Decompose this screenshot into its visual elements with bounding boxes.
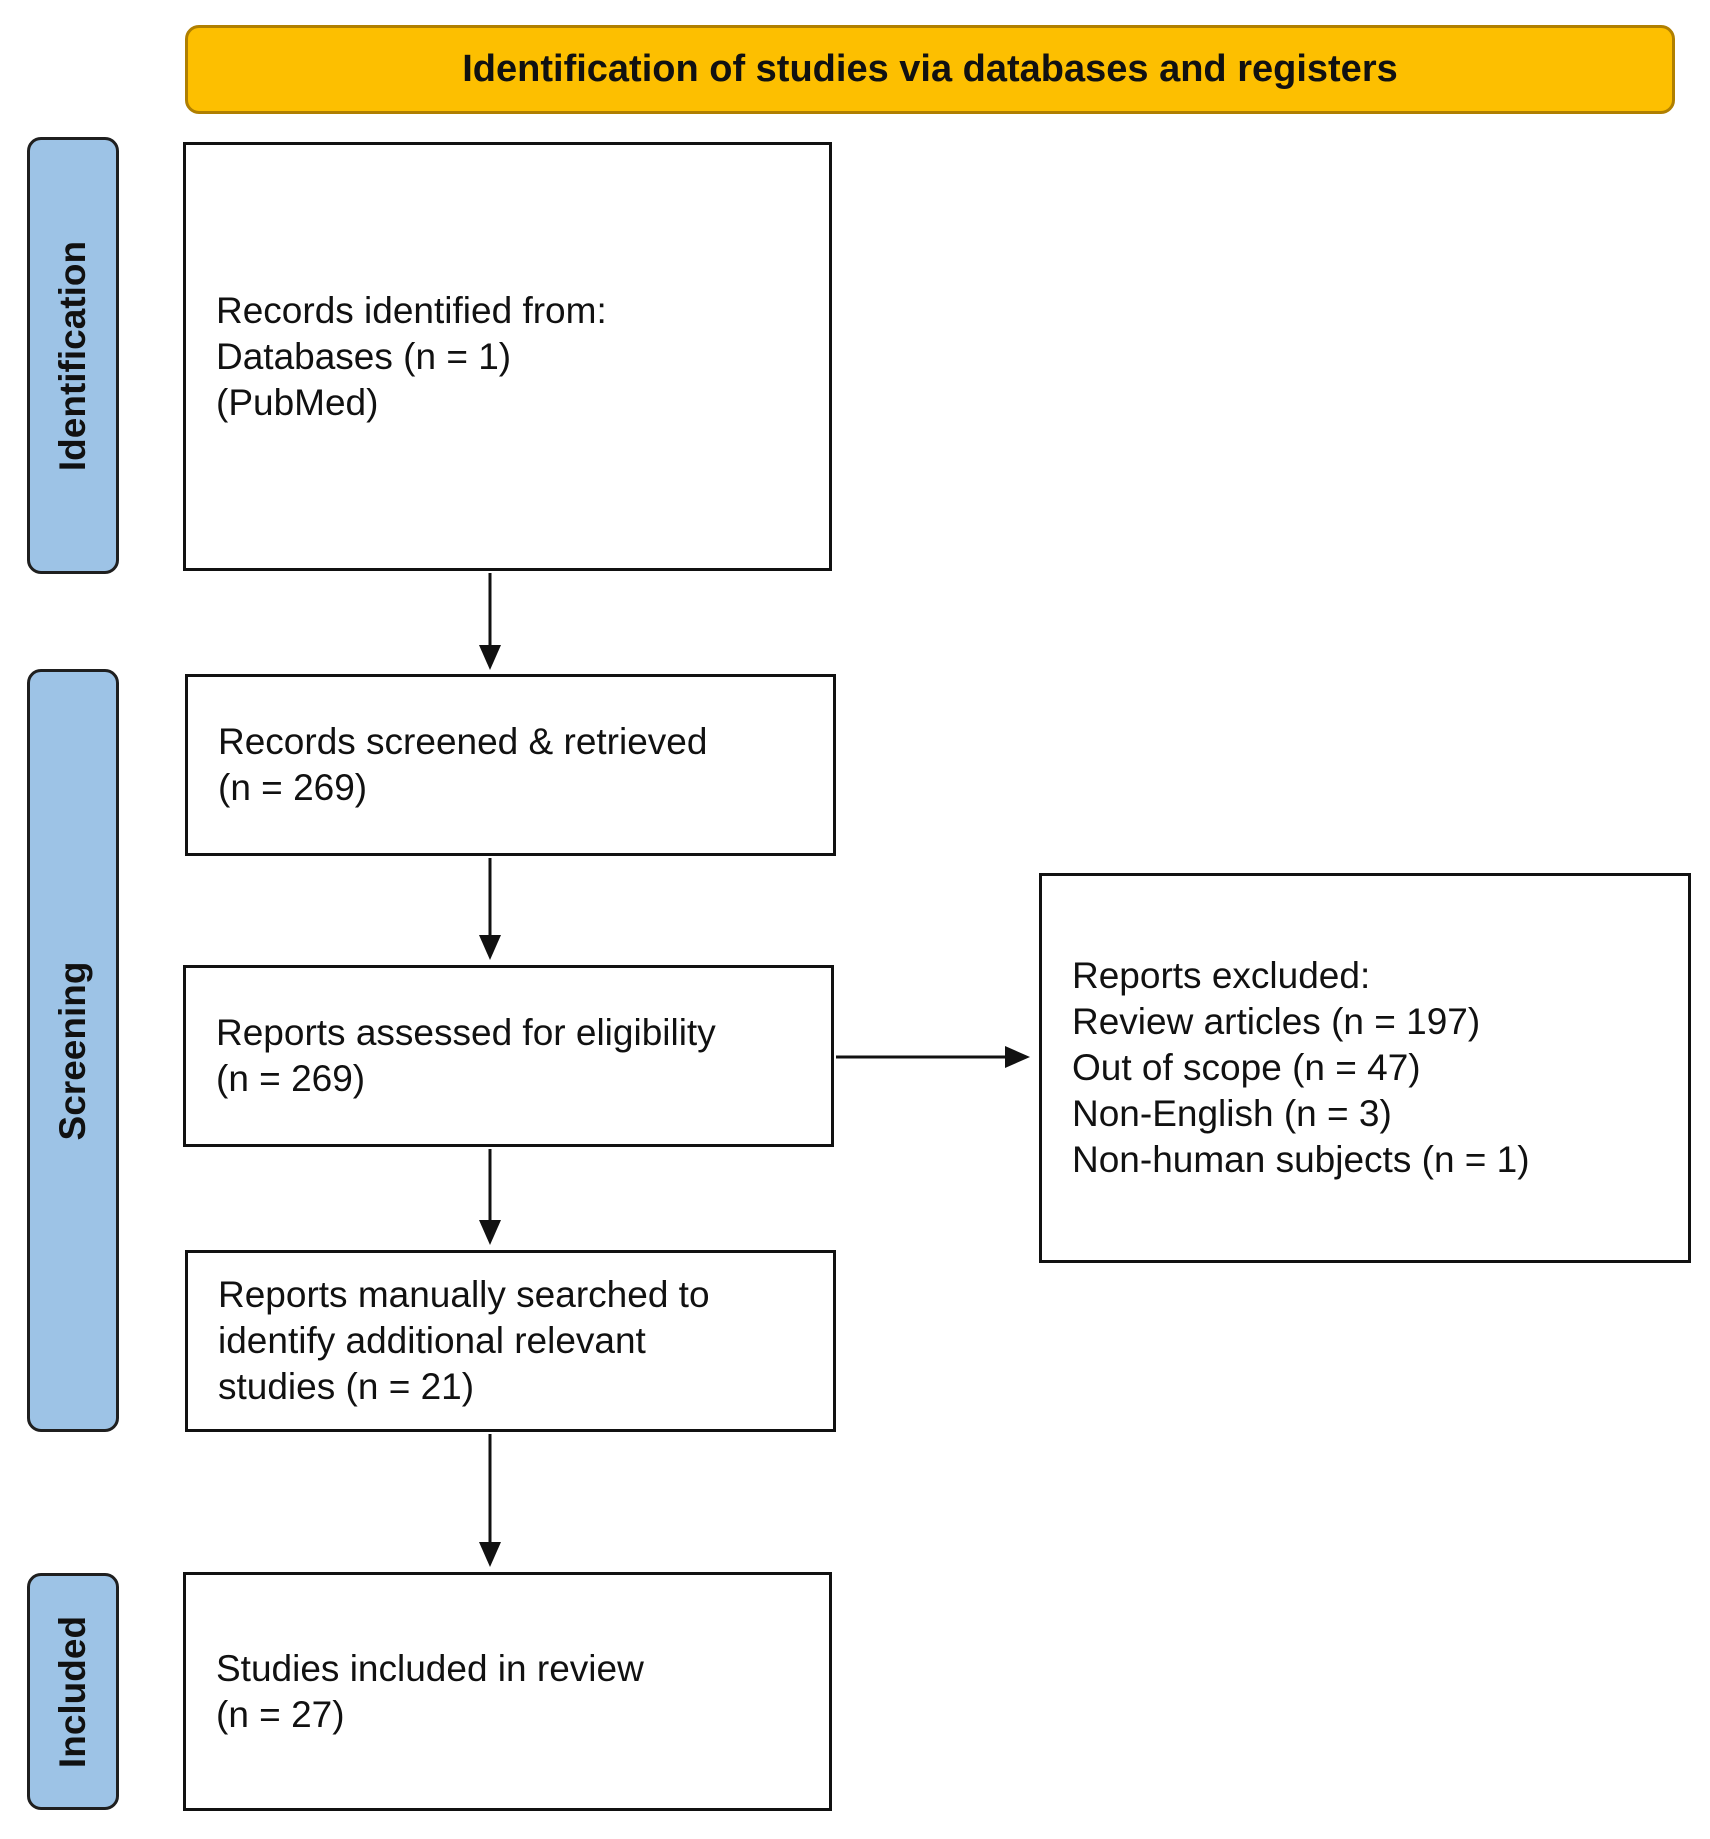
records-screened-line-1: Records screened & retrieved (218, 721, 708, 762)
records-identified-line-3: (PubMed) (216, 381, 379, 423)
reports-manual-line-2: identify additional relevant (218, 1320, 646, 1361)
reports-assessed-line-2: (n = 269) (216, 1058, 366, 1099)
box-reports-excluded: Reports excluded: Review articles (n = 1… (1039, 873, 1691, 1263)
phase-screening: Screening (27, 669, 119, 1432)
reports-excluded-line-1: Reports excluded: (1072, 955, 1371, 996)
records-identified-line-1: Records identified from: (216, 289, 607, 331)
box-reports-manual: Reports manually searched to identify ad… (185, 1250, 836, 1432)
box-records-identified: Records identified from: Databases (n = … (183, 142, 832, 571)
arrowhead-manual-to-included (479, 1542, 501, 1567)
reports-excluded-line-3: Out of scope (n = 47) (1072, 1047, 1421, 1088)
reports-manual-line-3: studies (n = 21) (218, 1366, 475, 1407)
phase-included: Included (27, 1573, 119, 1810)
header-title: Identification of studies via databases … (462, 48, 1398, 90)
box-reports-assessed: Reports assessed for eligibility (n = 26… (183, 965, 834, 1147)
box-studies-included: Studies included in review (n = 27) (183, 1572, 832, 1811)
studies-included-line-1: Studies included in review (216, 1647, 644, 1689)
studies-included-line-2: (n = 27) (216, 1693, 345, 1735)
reports-excluded-line-5: Non-human subjects (n = 1) (1072, 1139, 1530, 1180)
reports-excluded-line-4: Non-English (n = 3) (1072, 1093, 1392, 1134)
arrowhead-assessed-to-excluded (1005, 1046, 1030, 1068)
arrowhead-identified-to-screened (479, 645, 501, 670)
arrowhead-screened-to-assessed (479, 935, 501, 960)
records-identified-line-2: Databases (n = 1) (216, 335, 512, 377)
reports-assessed-line-1: Reports assessed for eligibility (216, 1012, 716, 1053)
reports-manual-line-1: Reports manually searched to (218, 1274, 710, 1315)
box-records-screened: Records screened & retrieved (n = 269) (185, 674, 836, 856)
arrowhead-assessed-to-manual (479, 1220, 501, 1245)
phase-identification: Identification (27, 137, 119, 574)
records-screened-line-2: (n = 269) (218, 767, 368, 808)
reports-excluded-line-2: Review articles (n = 197) (1072, 1001, 1481, 1042)
header-banner: Identification of studies via databases … (185, 25, 1675, 114)
